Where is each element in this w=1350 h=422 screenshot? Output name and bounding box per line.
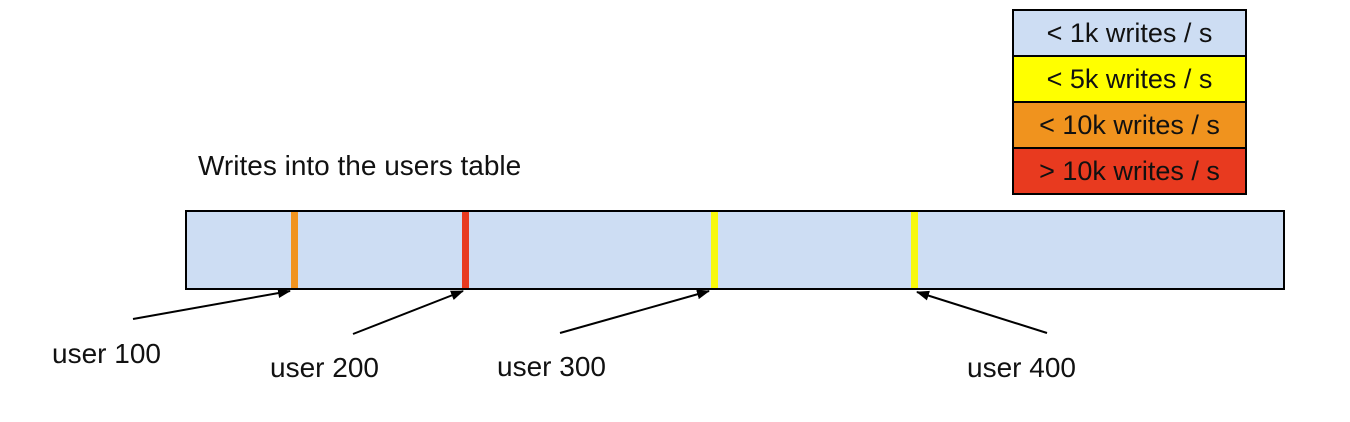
legend-item-lt-5k: < 5k writes / s [1012, 55, 1247, 103]
label-user-100: user 100 [52, 338, 161, 369]
write-rate-stripe-user-100 [291, 212, 298, 288]
arrow-user-400 [916, 290, 1048, 334]
legend-item-label: < 10k writes / s [1039, 109, 1220, 140]
legend-item-lt-10k: < 10k writes / s [1012, 101, 1247, 149]
legend-item-lt-1k: < 1k writes / s [1012, 9, 1247, 57]
write-rate-stripe-user-400 [911, 212, 918, 288]
label-user-200: user 200 [270, 352, 379, 383]
label-user-400: user 400 [967, 352, 1076, 383]
legend-item-label: > 10k writes / s [1039, 155, 1220, 186]
write-rate-stripe-user-200 [462, 212, 469, 288]
arrow-user-100 [132, 288, 291, 320]
users-table-bar [185, 210, 1285, 290]
arrow-user-200 [352, 290, 464, 335]
legend-item-label: < 5k writes / s [1046, 63, 1213, 94]
diagram-title: Writes into the users table [198, 150, 522, 181]
write-rate-stripe-user-300 [711, 212, 718, 288]
legend-item-gt-10k: > 10k writes / s [1012, 147, 1247, 195]
label-user-300: user 300 [497, 351, 606, 382]
legend: < 1k writes / s < 5k writes / s < 10k wr… [1012, 9, 1247, 195]
legend-item-label: < 1k writes / s [1046, 17, 1213, 48]
arrow-user-300 [559, 289, 710, 334]
